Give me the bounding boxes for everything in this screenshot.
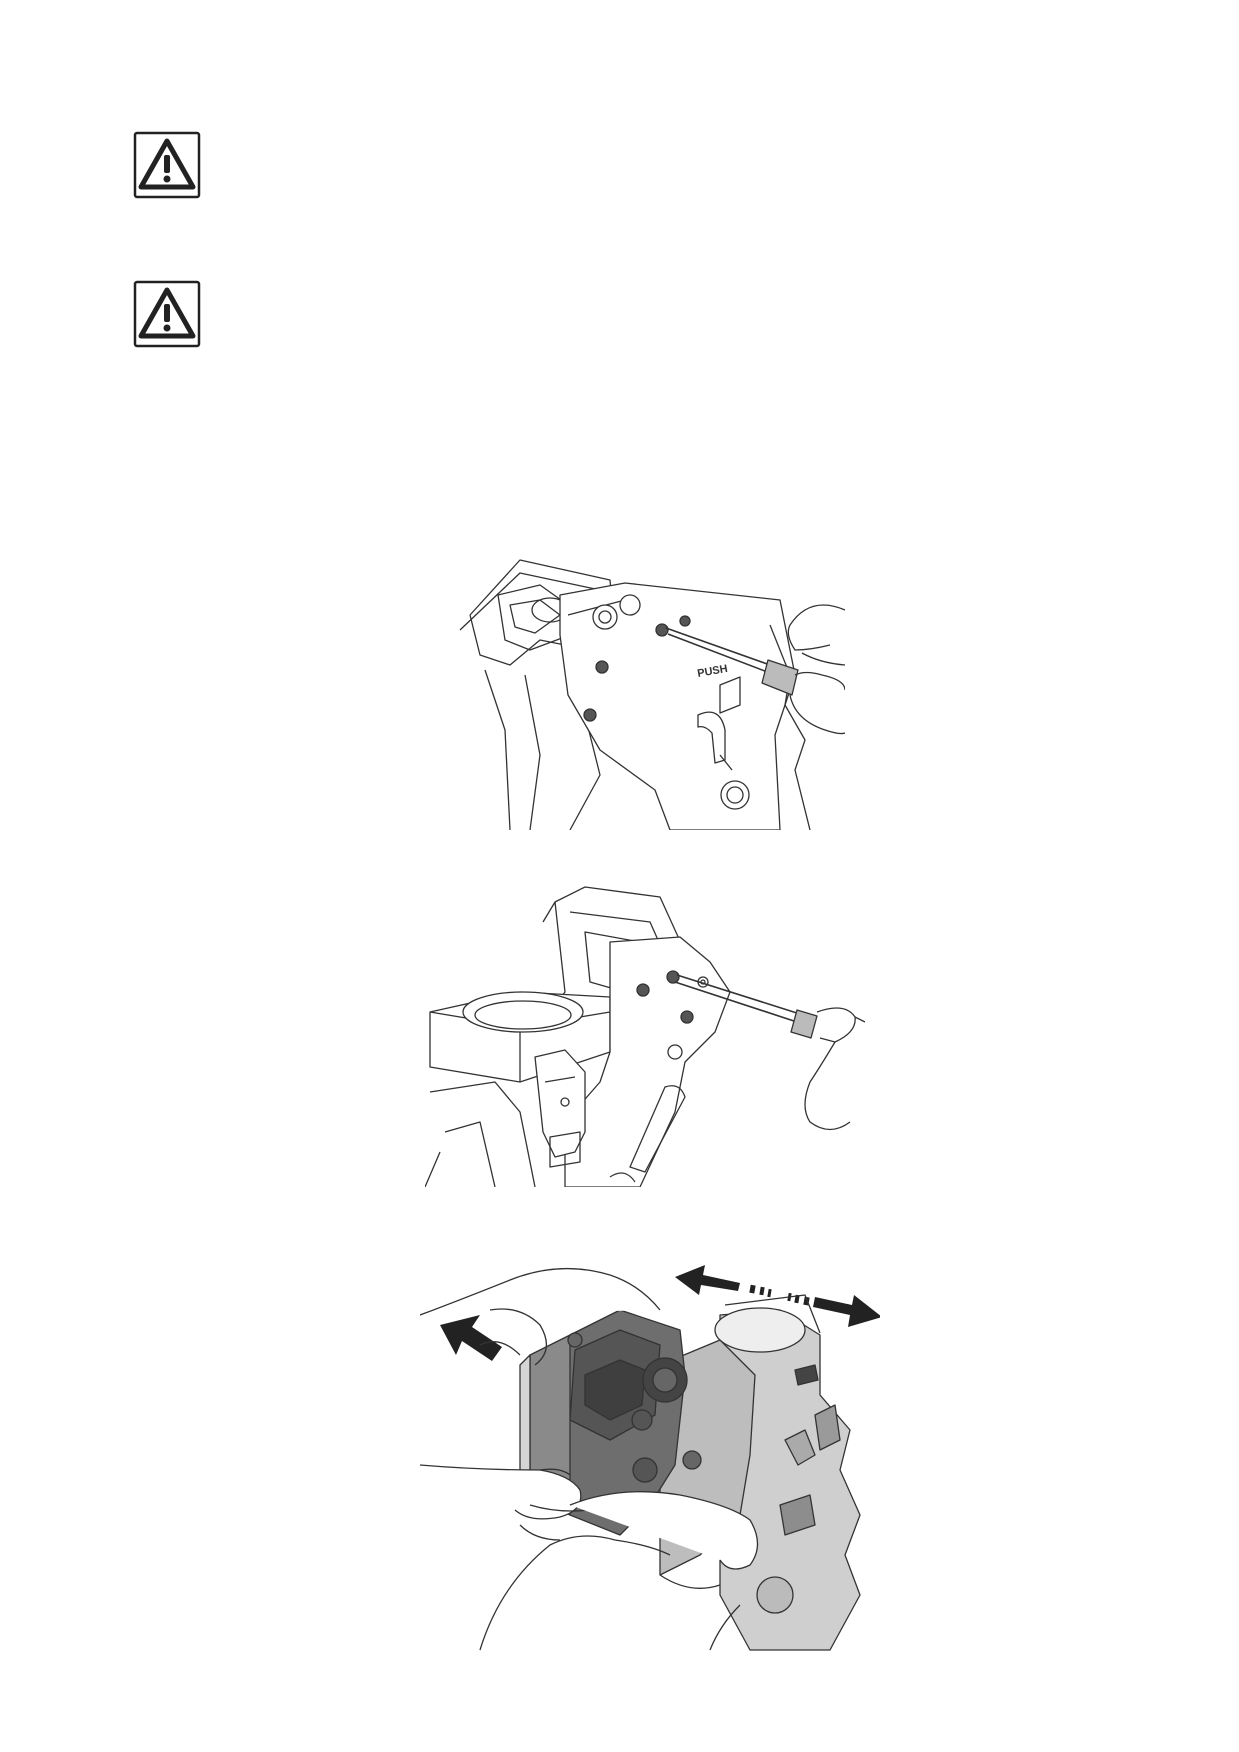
warning-triangle-icon (133, 131, 201, 199)
figure-remove-rear-screws (425, 882, 865, 1187)
figure-remove-front-screws: PUSH (450, 555, 845, 830)
figure-slide-out-module (420, 1255, 880, 1655)
warning-triangle-icon (133, 280, 201, 348)
push-label: PUSH (696, 663, 728, 680)
